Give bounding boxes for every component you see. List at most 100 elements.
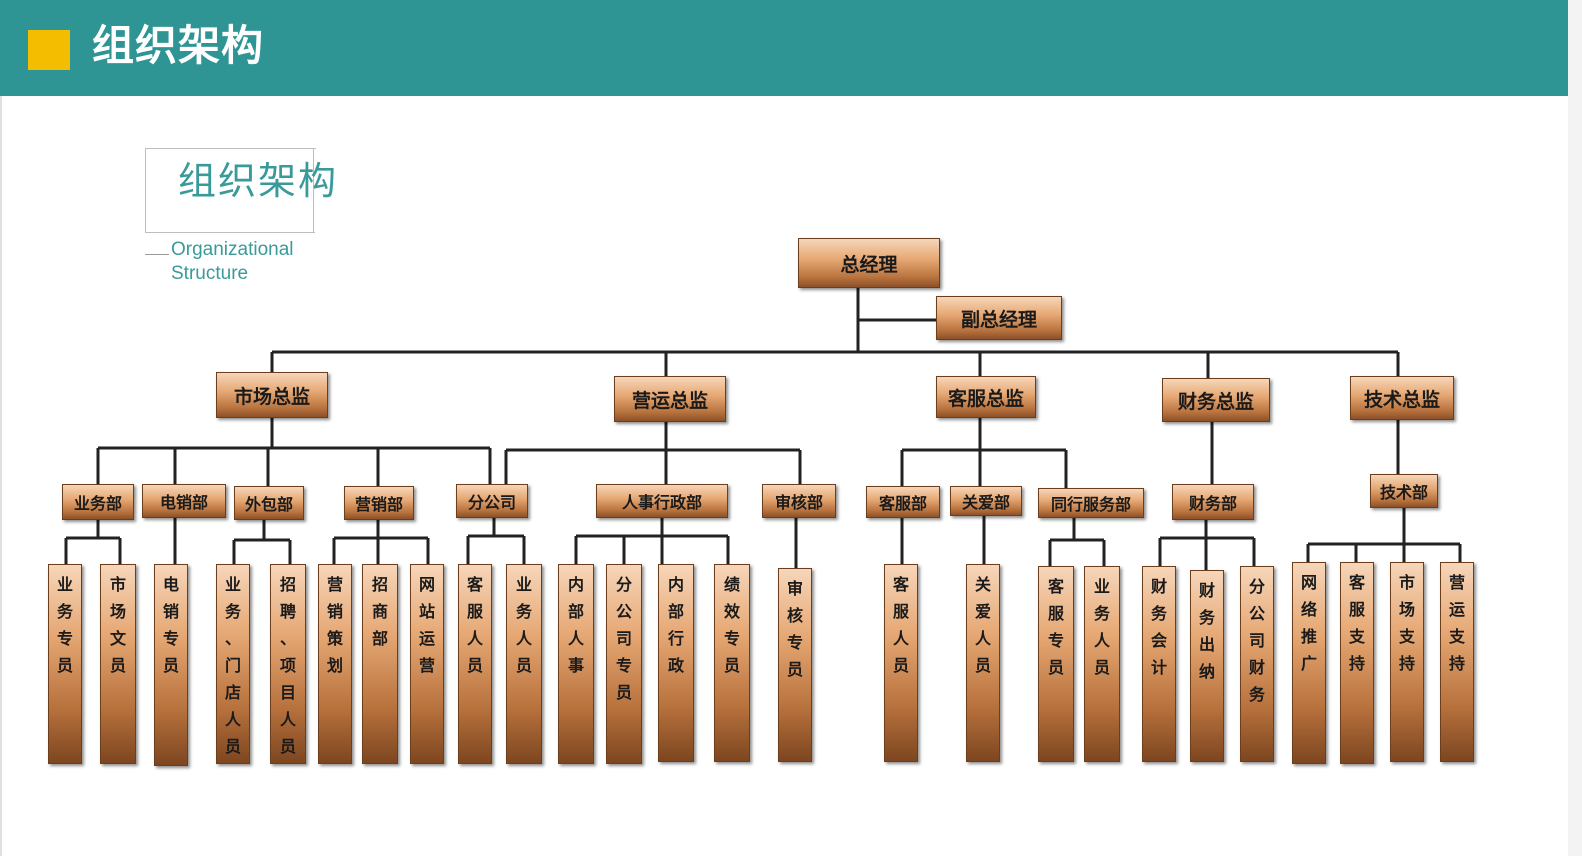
dept-box: 关爱部 bbox=[950, 486, 1022, 516]
dept-box: 人事行政部 bbox=[596, 484, 728, 518]
role-glyph: 、 bbox=[279, 629, 296, 648]
role-glyph: 营 bbox=[326, 575, 343, 594]
dept-box: 财务部 bbox=[1172, 484, 1254, 520]
role-glyph: 审 bbox=[786, 579, 803, 598]
role-glyph: 人 bbox=[567, 629, 584, 648]
role-glyph: 场 bbox=[109, 602, 126, 621]
role-glyph: 策 bbox=[326, 629, 343, 648]
role-glyph: 人 bbox=[892, 629, 909, 648]
role-glyph: 员 bbox=[1047, 658, 1064, 677]
role-glyph: 员 bbox=[974, 656, 991, 675]
role-glyph: 、 bbox=[224, 629, 241, 648]
role-glyph: 客 bbox=[1348, 573, 1365, 592]
role-glyph: 服 bbox=[892, 602, 909, 621]
role-glyph: 客 bbox=[466, 575, 483, 594]
role-glyph: 内 bbox=[567, 575, 584, 594]
role-glyph: 人 bbox=[466, 629, 483, 648]
role-glyph: 划 bbox=[326, 656, 343, 675]
role-glyph: 员 bbox=[279, 737, 296, 756]
role-box: 市场文员 bbox=[100, 564, 136, 764]
subtitle-frame-right bbox=[313, 148, 314, 232]
role-glyph: 专 bbox=[786, 633, 803, 652]
role-box: 营销策划 bbox=[318, 564, 352, 764]
role-glyph: 持 bbox=[1398, 654, 1415, 673]
role-char: 业务人员 bbox=[516, 571, 532, 679]
role-glyph: 员 bbox=[615, 683, 632, 702]
role-glyph: 营 bbox=[1448, 573, 1465, 592]
role-glyph: 员 bbox=[466, 656, 483, 675]
role-glyph: 员 bbox=[56, 656, 73, 675]
role-glyph: 公 bbox=[615, 602, 632, 621]
role-char: 营运支持 bbox=[1449, 569, 1465, 677]
role-glyph: 会 bbox=[1150, 631, 1167, 650]
role-char: 客服人员 bbox=[467, 571, 483, 679]
role-glyph: 纳 bbox=[1198, 662, 1215, 681]
role-box: 市场支持 bbox=[1390, 562, 1424, 762]
role-glyph: 文 bbox=[109, 629, 126, 648]
role-glyph: 持 bbox=[1448, 654, 1465, 673]
role-glyph: 员 bbox=[1093, 658, 1110, 677]
role-char: 内部人事 bbox=[568, 571, 584, 679]
role-char: 客服人员 bbox=[893, 571, 909, 679]
role-glyph: 客 bbox=[1047, 577, 1064, 596]
role-glyph: 行 bbox=[667, 629, 684, 648]
role-box: 绩效专员 bbox=[714, 564, 750, 762]
role-glyph: 门 bbox=[224, 656, 241, 675]
role-box: 业务专员 bbox=[48, 564, 82, 764]
role-glyph: 员 bbox=[892, 656, 909, 675]
role-glyph: 运 bbox=[1448, 600, 1465, 619]
role-char: 网站运营 bbox=[419, 571, 435, 679]
role-glyph: 络 bbox=[1300, 600, 1317, 619]
role-glyph: 务 bbox=[1093, 604, 1110, 623]
director-box-tech: 技术总监 bbox=[1350, 376, 1454, 420]
role-glyph: 招 bbox=[371, 575, 388, 594]
role-box: 网络推广 bbox=[1292, 562, 1326, 764]
role-box: 业务人员 bbox=[1084, 566, 1120, 762]
role-box: 内部行政 bbox=[658, 564, 694, 762]
role-box: 关爱人员 bbox=[966, 564, 1000, 762]
header-accent-square bbox=[28, 30, 70, 70]
role-glyph: 关 bbox=[974, 575, 991, 594]
role-glyph: 电 bbox=[162, 575, 179, 594]
role-glyph: 员 bbox=[515, 656, 532, 675]
role-glyph: 务 bbox=[56, 602, 73, 621]
role-glyph: 务 bbox=[1248, 685, 1265, 704]
role-char: 分公司财务 bbox=[1249, 573, 1265, 708]
subtitle-frame-bottom bbox=[145, 232, 315, 233]
role-box: 招聘、项目人员 bbox=[270, 564, 306, 764]
left-edge-line bbox=[0, 96, 2, 856]
role-glyph: 务 bbox=[224, 602, 241, 621]
section-subtitle-line1: Organizational bbox=[171, 239, 294, 260]
role-glyph: 财 bbox=[1150, 577, 1167, 596]
dept-box: 同行服务部 bbox=[1038, 488, 1144, 518]
role-glyph: 市 bbox=[109, 575, 126, 594]
dept-box: 电销部 bbox=[142, 484, 226, 518]
role-glyph: 推 bbox=[1300, 627, 1317, 646]
role-glyph: 店 bbox=[224, 683, 241, 702]
role-glyph: 业 bbox=[1093, 577, 1110, 596]
role-glyph: 运 bbox=[418, 629, 435, 648]
dept-box: 技术部 bbox=[1370, 474, 1438, 508]
role-glyph: 内 bbox=[667, 575, 684, 594]
role-box: 客服支持 bbox=[1340, 562, 1374, 764]
role-glyph: 绩 bbox=[723, 575, 740, 594]
role-box: 招商部 bbox=[362, 564, 398, 764]
role-box: 业务、门店人员 bbox=[216, 564, 250, 764]
ceo-box: 总经理 bbox=[798, 238, 940, 288]
role-glyph: 员 bbox=[224, 737, 241, 756]
role-box: 电销专员 bbox=[154, 564, 188, 766]
role-box: 客服人员 bbox=[884, 564, 918, 762]
role-glyph: 分 bbox=[615, 575, 632, 594]
role-glyph: 服 bbox=[1348, 600, 1365, 619]
role-glyph: 专 bbox=[56, 629, 73, 648]
role-char: 市场支持 bbox=[1399, 569, 1415, 677]
header-bar: 组织架构 bbox=[0, 0, 1568, 96]
dept-box: 外包部 bbox=[234, 486, 304, 520]
role-glyph: 服 bbox=[1047, 604, 1064, 623]
role-glyph: 人 bbox=[515, 629, 532, 648]
dept-box: 业务部 bbox=[62, 484, 134, 520]
dept-box: 审核部 bbox=[762, 484, 836, 518]
section-subtitle-line2: Structure bbox=[171, 263, 249, 284]
role-glyph: 员 bbox=[162, 656, 179, 675]
